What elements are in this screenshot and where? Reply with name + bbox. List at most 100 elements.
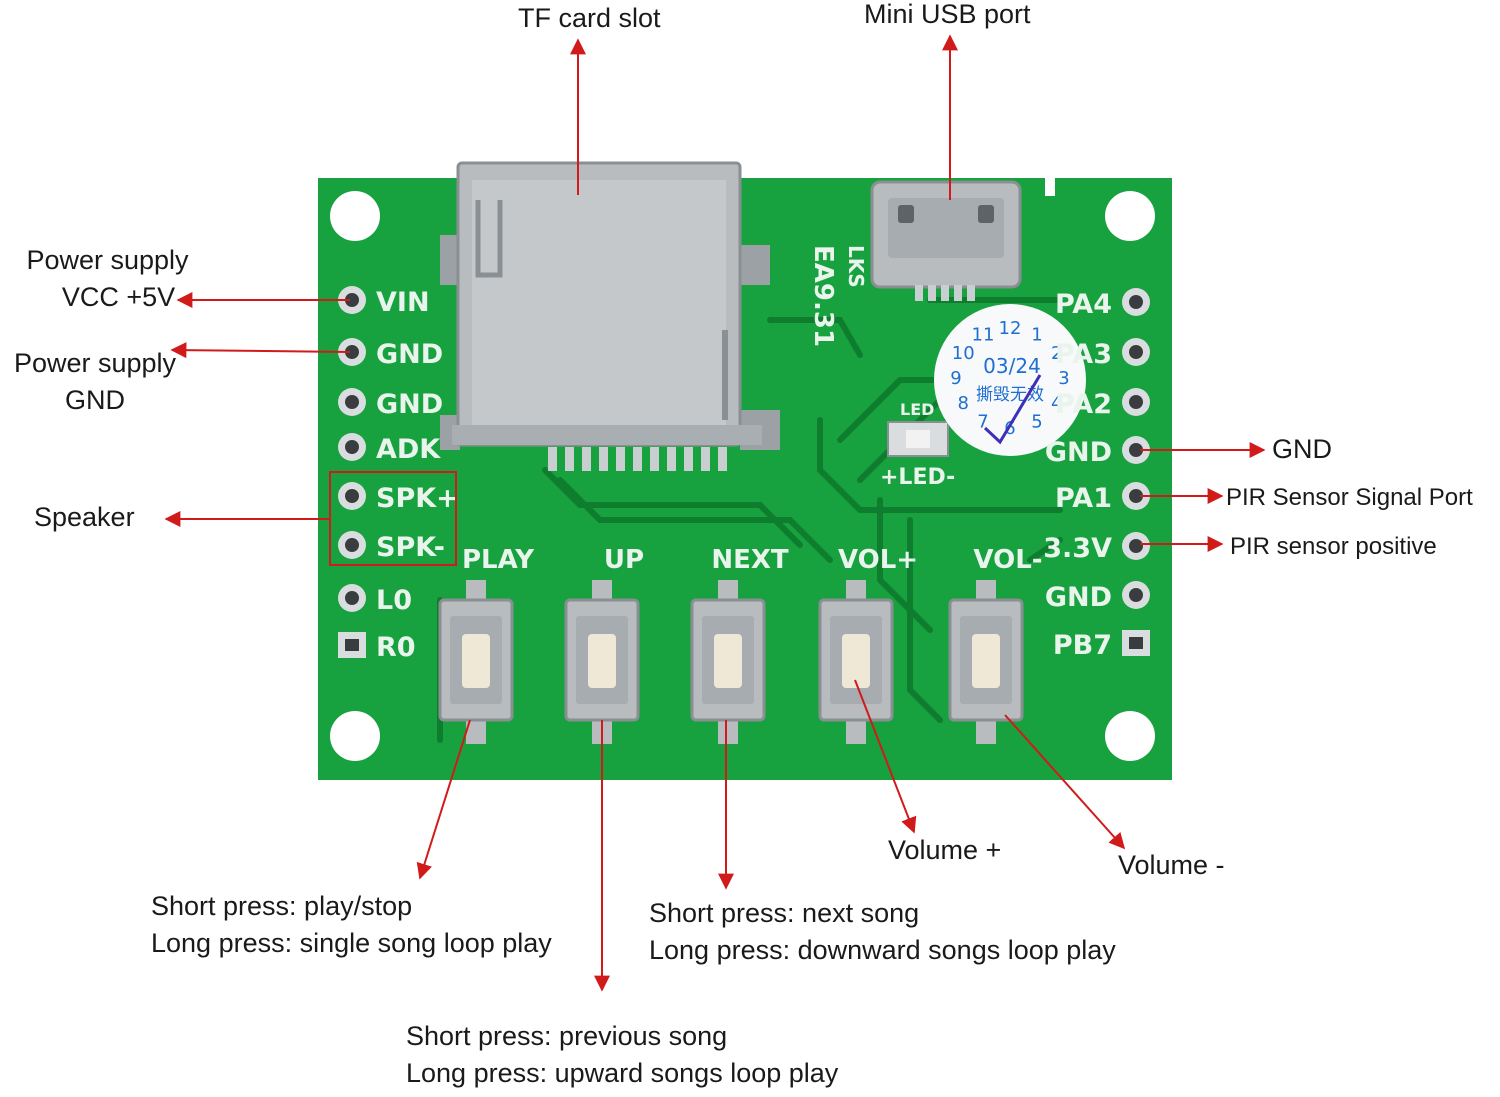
label-mini-usb: Mini USB port bbox=[864, 0, 1031, 29]
tf-pin bbox=[599, 447, 608, 471]
arrow-power-gnd bbox=[170, 342, 351, 359]
pin-hole bbox=[345, 345, 359, 359]
usb-pin bbox=[928, 285, 936, 301]
mounting-hole bbox=[330, 191, 380, 241]
pin-hole bbox=[345, 440, 359, 454]
sticker-number: 11 bbox=[972, 325, 995, 346]
button-lead bbox=[976, 718, 996, 744]
right-pin-label: PA3 bbox=[1055, 339, 1112, 370]
pin-hole bbox=[1129, 345, 1143, 359]
sticker-number: 1 bbox=[1031, 325, 1042, 346]
left-pin-label: ADK bbox=[376, 434, 441, 465]
sticker-number: 12 bbox=[999, 318, 1022, 339]
sticker-number: 8 bbox=[958, 393, 969, 414]
mounting-holes bbox=[330, 191, 1155, 761]
label-play-short: Short press: play/stop bbox=[151, 891, 413, 921]
usb-port bbox=[870, 180, 1022, 301]
pin-hole bbox=[345, 489, 359, 503]
label-tf-card: TF card slot bbox=[518, 3, 661, 33]
tactile-buttons: PLAY UP NEXT VOL+ VOL- bbox=[438, 545, 1043, 744]
label-next-long: Long press: downward songs loop play bbox=[649, 934, 1116, 965]
label-play-long: Long press: single song loop play bbox=[151, 927, 552, 958]
button-label: NEXT bbox=[711, 545, 789, 575]
usb-pin bbox=[967, 285, 975, 301]
sticker-date: 03/24 bbox=[983, 354, 1041, 378]
button-actuator[interactable] bbox=[842, 634, 870, 688]
button-play[interactable]: PLAY bbox=[438, 545, 535, 744]
button-actuator[interactable] bbox=[714, 634, 742, 688]
annotation-arrows bbox=[164, 34, 1266, 992]
right-pin-label: GND bbox=[1045, 582, 1112, 613]
arrow-play bbox=[416, 719, 471, 880]
left-pin-label: R0 bbox=[376, 632, 416, 663]
sticker-number: 4 bbox=[1051, 393, 1062, 414]
button-label: UP bbox=[604, 545, 644, 575]
pin-hole bbox=[345, 293, 359, 307]
pin-hole bbox=[345, 538, 359, 552]
tf-pin bbox=[650, 447, 659, 471]
button-actuator[interactable] bbox=[972, 634, 1000, 688]
pin-hole bbox=[1129, 539, 1143, 553]
tf-card-pins bbox=[548, 447, 727, 471]
button-vol-minusplus[interactable]: VOL+ bbox=[818, 545, 918, 744]
left-pin-label: SPK- bbox=[376, 532, 445, 563]
label-speaker: Speaker bbox=[34, 502, 135, 532]
button-lead bbox=[466, 718, 486, 744]
label-gnd-right: GND bbox=[1272, 434, 1332, 464]
button-next[interactable]: NEXT bbox=[690, 545, 789, 744]
pin-hole bbox=[1129, 443, 1143, 457]
pin-hole bbox=[1129, 489, 1143, 503]
tf-pin bbox=[633, 447, 642, 471]
tf-pin bbox=[701, 447, 710, 471]
tf-pin bbox=[582, 447, 591, 471]
right-pin-label: GND bbox=[1045, 437, 1112, 468]
right-pin-label: 3.3V bbox=[1043, 533, 1112, 564]
usb-pin bbox=[915, 285, 923, 301]
button-lead bbox=[846, 580, 866, 602]
label-power-vcc: Power supply VCC +5V bbox=[10, 242, 205, 315]
led-indicator: LED +LED- bbox=[880, 400, 955, 490]
tf-pin bbox=[718, 447, 727, 471]
led-top-label: LED bbox=[900, 400, 934, 419]
pin-hole bbox=[1129, 395, 1143, 409]
label-up-short: Short press: previous song bbox=[406, 1021, 728, 1051]
tf-card-slot bbox=[440, 161, 780, 471]
mounting-hole bbox=[330, 711, 380, 761]
pin-hole bbox=[345, 395, 359, 409]
pin-hole bbox=[1129, 637, 1143, 649]
button-lead bbox=[846, 718, 866, 744]
button-actuator[interactable] bbox=[462, 634, 490, 688]
usb-pins bbox=[915, 285, 975, 301]
pin-hole bbox=[1129, 295, 1143, 309]
left-pin-label: GND bbox=[376, 389, 443, 420]
led-bottom-label: +LED- bbox=[880, 465, 955, 490]
sticker-number: 5 bbox=[1031, 411, 1042, 432]
left-pin-label: SPK+ bbox=[376, 483, 459, 514]
sticker-number: 7 bbox=[977, 411, 988, 432]
button-label: PLAY bbox=[462, 545, 535, 575]
right-pin-label: PA2 bbox=[1055, 389, 1112, 420]
chip-label: EA9.31 LKS bbox=[808, 245, 868, 347]
mounting-hole bbox=[1105, 191, 1155, 241]
button-vol-minus[interactable]: VOL- bbox=[948, 545, 1043, 744]
label-power-gnd-line2: GND bbox=[65, 384, 125, 415]
label-volume-plus: Volume + bbox=[888, 835, 1002, 865]
pin-hole bbox=[1129, 588, 1143, 602]
pin-hole bbox=[345, 591, 359, 605]
tf-pin bbox=[548, 447, 557, 471]
label-power-gnd: Power supply GND bbox=[0, 345, 190, 418]
button-up[interactable]: UP bbox=[564, 545, 644, 744]
label-power-vcc-line1: Power supply bbox=[26, 245, 189, 275]
sticker-number: 3 bbox=[1058, 368, 1069, 389]
chip-text-main: EA9.31 bbox=[808, 245, 838, 347]
button-actuator[interactable] bbox=[588, 634, 616, 688]
arrow-volume-minus bbox=[1004, 714, 1126, 850]
tf-pin bbox=[667, 447, 676, 471]
label-next-short: Short press: next song bbox=[649, 898, 920, 928]
